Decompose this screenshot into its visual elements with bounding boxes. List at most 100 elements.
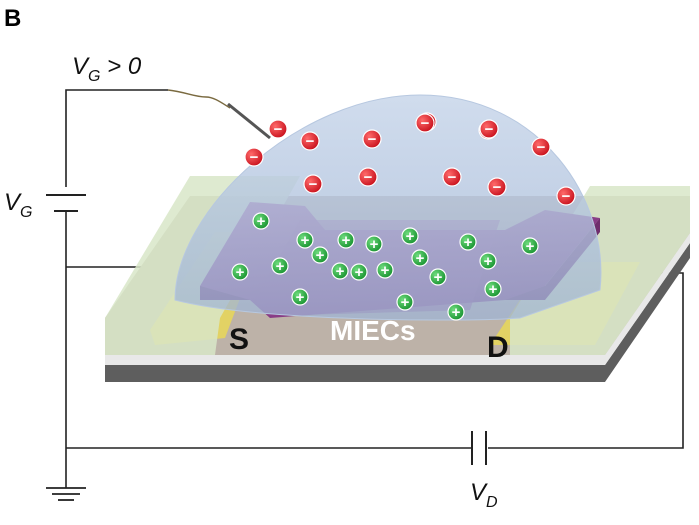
panel-label: B bbox=[4, 5, 21, 32]
cation-icon-sign: + bbox=[336, 263, 345, 280]
anion-icon-sign: − bbox=[309, 176, 318, 193]
electrolyte-dome bbox=[174, 94, 602, 321]
anion-icon-circle bbox=[358, 167, 378, 187]
cation-icon: + bbox=[447, 303, 465, 321]
cation-icon-sign: + bbox=[355, 264, 364, 281]
cation-icon-sign: + bbox=[301, 232, 310, 249]
anion-icon-circle bbox=[487, 177, 507, 197]
anion-icon-sign: − bbox=[537, 139, 546, 156]
gate-voltage-label: VG bbox=[4, 189, 32, 221]
anion-icon: − bbox=[415, 113, 435, 133]
anion-icon-circle bbox=[362, 129, 382, 149]
anion-icon: − bbox=[268, 119, 288, 139]
cation-icon: + bbox=[484, 280, 502, 298]
anion-icon-circle bbox=[556, 186, 576, 206]
channel-label: MIECs bbox=[330, 315, 416, 346]
cation-icon-circle bbox=[411, 249, 429, 267]
drain-voltage-subscript: D bbox=[486, 494, 498, 511]
cation-icon: + bbox=[396, 293, 414, 311]
anion-icon-sign: − bbox=[562, 188, 571, 205]
anion-icon: − bbox=[442, 167, 462, 187]
anion-icon-circle bbox=[415, 113, 435, 133]
anion-icon-circle bbox=[268, 119, 288, 139]
cation-icon-sign: + bbox=[381, 262, 390, 279]
cation-icon-circle bbox=[365, 235, 383, 253]
cation-icon-circle bbox=[447, 303, 465, 321]
cation-icon: + bbox=[459, 233, 477, 251]
cation-icon-circle bbox=[479, 252, 497, 270]
cation-icon: + bbox=[331, 262, 349, 280]
cation-icon-sign: + bbox=[464, 234, 473, 251]
cation-icon: + bbox=[429, 268, 447, 286]
drain-label: D bbox=[487, 331, 509, 364]
cation-icon: + bbox=[311, 246, 329, 264]
anion-icon-sign: − bbox=[493, 179, 502, 196]
anion-icon: − bbox=[362, 129, 382, 149]
cation-icon-sign: + bbox=[236, 264, 245, 281]
cation-icon-sign: + bbox=[406, 228, 415, 245]
drain-voltage-symbol: V bbox=[470, 479, 488, 506]
cation-icon-circle bbox=[484, 280, 502, 298]
anion-icon: − bbox=[300, 131, 320, 151]
cation-icon-circle bbox=[376, 261, 394, 279]
anion-icon-circle bbox=[531, 137, 551, 157]
anion-icon-circle bbox=[442, 167, 462, 187]
cation-icon-sign: + bbox=[434, 269, 443, 286]
anion-icon-sign: − bbox=[448, 169, 457, 186]
anion-icon: − bbox=[531, 137, 551, 157]
cation-icon-circle bbox=[252, 212, 270, 230]
cation-icon-sign: + bbox=[316, 247, 325, 264]
cation-icon: + bbox=[271, 257, 289, 275]
anion-icon: − bbox=[358, 167, 378, 187]
cation-icon: + bbox=[337, 231, 355, 249]
ions-layer: −−−−−−−−−−−−−−++++++++++++++++++++ bbox=[231, 112, 576, 321]
drain-voltage-label: VD bbox=[470, 479, 498, 511]
gate-probe-tip bbox=[227, 102, 271, 140]
circuit-wiring bbox=[46, 89, 684, 501]
cation-icon-circle bbox=[291, 288, 309, 306]
anion-icon: − bbox=[244, 147, 264, 167]
cation-icon-sign: + bbox=[526, 238, 535, 255]
anion-icon-circle bbox=[244, 147, 264, 167]
cation-icon: + bbox=[401, 227, 419, 245]
cation-icon: + bbox=[296, 231, 314, 249]
cation-icon: + bbox=[521, 237, 539, 255]
cation-icon-sign: + bbox=[296, 289, 305, 306]
cation-icon-circle bbox=[350, 263, 368, 281]
cation-icon: + bbox=[376, 261, 394, 279]
gate-wire bbox=[65, 89, 168, 187]
anion-icon-sign: − bbox=[364, 169, 373, 186]
cation-icon-circle bbox=[337, 231, 355, 249]
cation-icon-sign: + bbox=[452, 304, 461, 321]
gate-condition-label: VG > 0 bbox=[72, 53, 142, 85]
anion-icon-sign: − bbox=[250, 149, 259, 166]
substrate-bottom bbox=[105, 243, 690, 382]
cation-icon: + bbox=[291, 288, 309, 306]
gate-condition-relation: > 0 bbox=[100, 53, 141, 80]
cation-icon: + bbox=[411, 249, 429, 267]
gate-condition-subscript: G bbox=[88, 68, 100, 85]
cation-icon-circle bbox=[396, 293, 414, 311]
anion-icon-circle bbox=[300, 131, 320, 151]
cation-icon-circle bbox=[271, 257, 289, 275]
cation-icon-sign: + bbox=[370, 236, 379, 253]
gate-probe-wire bbox=[167, 89, 231, 109]
cation-icon-sign: + bbox=[276, 258, 285, 275]
gate-voltage-subscript: G bbox=[20, 204, 32, 221]
cation-icon-circle bbox=[296, 231, 314, 249]
anion-icon-sign: − bbox=[306, 133, 315, 150]
cation-icon-circle bbox=[521, 237, 539, 255]
source-label: S bbox=[229, 323, 249, 356]
anion-icon-circle bbox=[303, 174, 323, 194]
cation-icon: + bbox=[479, 252, 497, 270]
cation-icon-sign: + bbox=[416, 250, 425, 267]
anion-icon-sign: − bbox=[421, 115, 430, 132]
cation-icon: + bbox=[231, 263, 249, 281]
gate-condition-symbol: V bbox=[72, 53, 90, 80]
cation-icon: + bbox=[252, 212, 270, 230]
cation-icon-sign: + bbox=[489, 281, 498, 298]
cation-icon-circle bbox=[459, 233, 477, 251]
cation-icon-circle bbox=[429, 268, 447, 286]
cation-icon-sign: + bbox=[257, 213, 266, 230]
